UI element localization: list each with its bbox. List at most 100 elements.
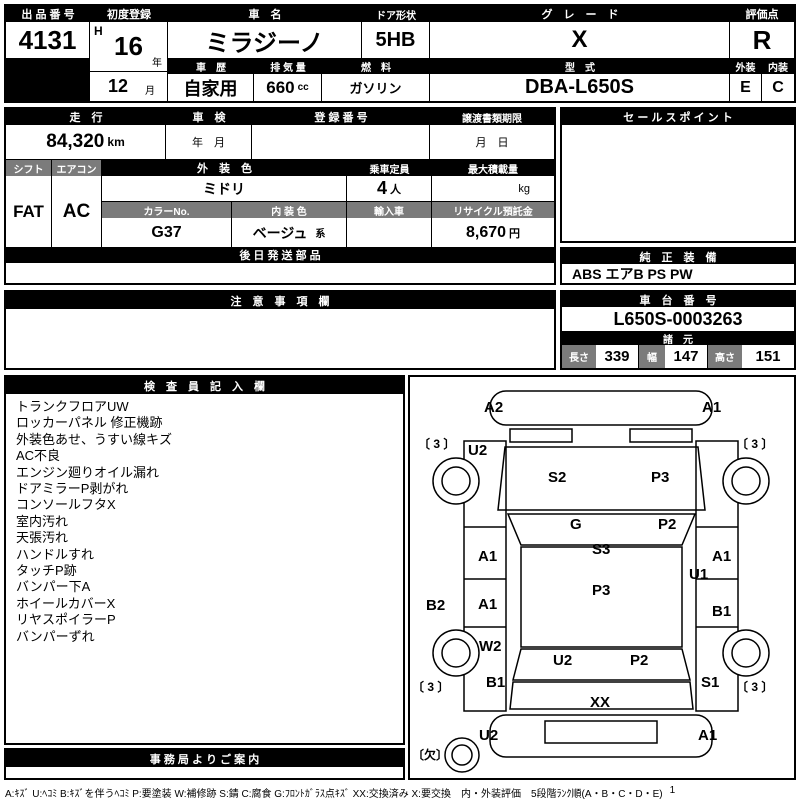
length-label: 長さ	[562, 345, 596, 368]
inspector-notes-label: 検 査 員 記 入 欄	[6, 377, 403, 394]
first-registration-month: 12	[108, 76, 129, 96]
mileage-value: 84,320	[46, 131, 105, 152]
hood	[497, 446, 706, 511]
recycle-deposit-value: 8,670	[465, 223, 507, 241]
recycle-deposit-unit: 円	[509, 227, 521, 240]
first-registration-label: 初度登録	[90, 6, 168, 22]
transfer-deadline-label: 譲渡書類期限	[430, 109, 554, 125]
equipment-block: 純 正 装 備 ABS エアB PS PW	[560, 247, 796, 285]
inspector-note: バンパー下A	[16, 579, 91, 595]
diagram-mark: P2	[630, 652, 649, 669]
sales-point-area	[562, 125, 794, 241]
score-label: 評価点	[730, 6, 794, 22]
equipment-value: ABS エアB PS PW	[572, 265, 693, 282]
headlight-right	[629, 428, 693, 443]
max-load-unit: kg	[518, 183, 530, 195]
inspector-note: ロッカーパネル 修正機跡	[16, 415, 163, 431]
model-code-label: 型 式	[430, 59, 730, 74]
inspector-notes-area: トランクフロアUW ロッカーパネル 修正機跡 外装色あせ、うすい線キズ AC不良…	[6, 394, 403, 743]
inspector-note: ドアミラーP剥がれ	[16, 481, 129, 497]
diagram-mark: U2	[479, 727, 499, 744]
height-label: 高さ	[708, 345, 742, 368]
capacity-unit: 人	[390, 183, 401, 196]
inspector-note: バンパーずれ	[16, 628, 95, 644]
diagram-mark: 〔 3 〕	[736, 680, 774, 694]
diagram-mark: S2	[548, 469, 567, 486]
displacement-unit: cc	[297, 82, 309, 93]
length-value: 339	[596, 345, 639, 368]
diagram-mark: A1	[712, 548, 732, 565]
registration-number-label: 登 録 番 号	[252, 109, 430, 125]
first-registration-month-cell: 12 月	[90, 72, 168, 101]
shift-label: シフト	[6, 160, 52, 176]
diagram-mark: G	[570, 516, 582, 533]
diagram-mark: A1	[698, 727, 718, 744]
diagram-mark: U2	[468, 442, 488, 459]
aircon-label: エアコン	[52, 160, 102, 176]
exterior-grade-label: 外装	[730, 59, 762, 74]
interior-grade-label: 内装	[762, 59, 794, 74]
auction-number-label: 出 品 番 号	[6, 6, 90, 22]
displacement-value: 660	[266, 77, 295, 97]
height-value: 151	[755, 348, 781, 365]
diagram-block: A2 A1 〔 3 〕 〔 3 〕 U2 S2 P3 G P2 A1 S3 A1…	[408, 375, 796, 780]
car-name-value: ミラジーノ	[168, 22, 362, 59]
month-unit: 月	[145, 86, 155, 97]
inspection-label: 車 検	[166, 109, 252, 125]
inspector-note: AC不良	[16, 448, 61, 464]
equipment-label: 純 正 装 備	[562, 249, 794, 264]
color-no-label: カラーNo.	[102, 202, 232, 218]
diagram-mark: A1	[702, 399, 722, 416]
width-value: 147	[665, 345, 708, 368]
mileage-label: 走 行	[6, 109, 166, 125]
diagram-mark: 〔欠〕	[412, 748, 449, 762]
capacity-label: 乗車定員	[347, 160, 432, 176]
inspector-note: ホイールカバーX	[16, 595, 116, 611]
capacity-value: 4	[376, 178, 387, 198]
exterior-color-label: 外 装 色	[102, 160, 347, 176]
transfer-deadline-placeholder: 月 日	[430, 125, 554, 160]
mileage-value-cell: 84,320 km	[6, 125, 166, 160]
legend-row: A:ｷｽﾞ U:ﾍｺﾐ B:ｷｽﾞを伴うﾍｺﾐ P:要塗装 W:補修跡 S:錆 …	[5, 785, 795, 800]
diagram-mark: XX	[590, 694, 611, 711]
diagram-mark: S3	[592, 541, 611, 558]
legend-text: A:ｷｽﾞ U:ﾍｺﾐ B:ｷｽﾞを伴うﾍｺﾐ P:要塗装 W:補修跡 S:錆 …	[5, 789, 663, 800]
car-name-label: 車 名	[168, 6, 362, 22]
diagram-mark: 〔 3 〕	[736, 437, 774, 451]
fuel-value: ガソリン	[322, 74, 430, 101]
displacement-value-cell: 660 cc	[254, 74, 322, 101]
info-block: 走 行 84,320 km 車 検 年 月 登 録 番 号 譲渡書類期限 月 日…	[4, 107, 556, 285]
auction-number-filler	[6, 59, 90, 101]
diagram-mark: 〔 3 〕	[412, 680, 450, 694]
year-unit: 年	[152, 58, 162, 69]
dimensions-row: 長さ 339 幅 147 高さ 151	[562, 345, 794, 368]
tailgate	[509, 681, 694, 710]
wheel-front-left	[432, 457, 480, 505]
import-car-cell	[347, 218, 432, 247]
inspector-note: コンソールフタX	[16, 497, 116, 513]
max-load-cell: kg	[432, 176, 554, 202]
caution-area	[6, 309, 554, 368]
interior-color-value: ベージュ	[252, 224, 308, 241]
diagram-mark: P3	[651, 469, 670, 486]
car-diagram	[432, 390, 770, 773]
office-info-label: 事 務 局 よ り ご 案 内	[6, 750, 403, 767]
left-side-panels	[463, 440, 507, 712]
mileage-unit: km	[107, 135, 125, 149]
diagram-mark: B1	[486, 674, 506, 691]
recycle-deposit-label: リサイクル預託金	[432, 202, 554, 218]
fuel-label: 燃 料	[322, 59, 430, 74]
door-shape-value: 5HB	[362, 22, 430, 59]
wheel-front-right	[722, 457, 770, 505]
sales-point-block: セ ー ル ス ポ イ ン ト	[560, 107, 796, 243]
car-history-label: 車 歴	[168, 59, 254, 74]
windshield	[506, 513, 697, 546]
page-number: 1	[669, 785, 676, 796]
import-car-label: 輸入車	[347, 202, 432, 218]
office-info-area	[6, 767, 403, 778]
caution-block: 注 意 事 項 欄	[4, 290, 556, 370]
front-bumper	[489, 390, 713, 426]
wheel-rear-left	[432, 629, 480, 677]
displacement-label: 排 気 量	[254, 59, 322, 74]
era-code: H	[94, 24, 103, 38]
